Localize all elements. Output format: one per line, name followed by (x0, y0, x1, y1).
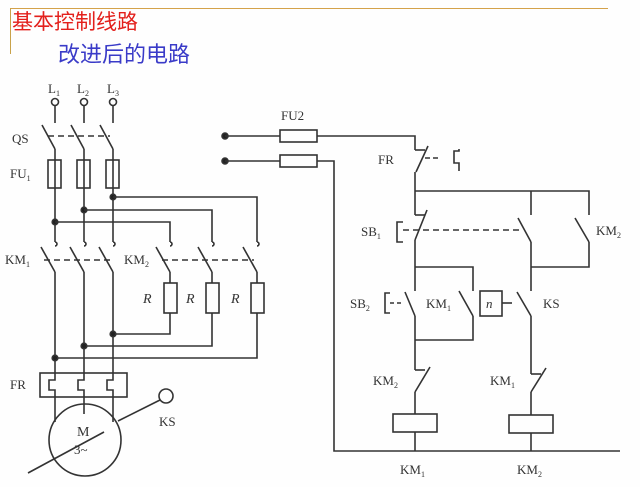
junction (109, 330, 117, 338)
phase-label-l2: L2 (77, 81, 89, 98)
motor-phase-label: 3~ (74, 442, 88, 457)
motor-label: M (77, 425, 90, 440)
coil-km1-label: KM1 (400, 462, 425, 479)
sb1-label: SB1 (361, 224, 381, 241)
sb2-label: SB2 (350, 296, 370, 313)
km2-coil (508, 414, 554, 434)
fu1-fuses (47, 159, 120, 189)
phase-label-l1: L1 (48, 81, 60, 98)
slide-title: 基本控制线路 (12, 10, 138, 34)
motor (27, 403, 122, 477)
km1-main-contacts (40, 241, 116, 273)
resistor-label: R (142, 292, 152, 307)
speed-relay-label: n (486, 296, 493, 311)
power-circuit: L1 L2 L3 QS FU1 (5, 81, 265, 477)
junction (51, 354, 59, 362)
km2-main-label: KM2 (124, 252, 149, 269)
ks-contact (516, 291, 532, 374)
fr-power-label: FR (10, 377, 26, 392)
control-circuit: FU2 FR (221, 108, 621, 479)
km2-interlock-contact (414, 366, 431, 414)
ks-power-label: KS (159, 414, 176, 429)
km1-interlock-contact (530, 367, 547, 415)
km1-main-label: KM1 (5, 252, 30, 269)
interlock-right-label: KM1 (490, 373, 515, 390)
km1-aux-contact (415, 290, 474, 341)
km1-coil (392, 413, 438, 433)
fu2-label: FU2 (281, 108, 304, 123)
sb2-button (384, 291, 416, 340)
fu2-fuse (279, 154, 318, 168)
interlock-left-label: KM2 (373, 373, 398, 390)
header-rule-left (10, 8, 11, 54)
slide-subtitle: 改进后的电路 (58, 43, 191, 68)
phase-label-l3: L3 (107, 81, 119, 98)
speed-relay-ks (117, 388, 174, 422)
terminal-l3 (108, 97, 118, 107)
km2-hold-label: KM2 (596, 223, 621, 240)
qs-label: QS (12, 131, 29, 146)
header-rule (10, 8, 608, 9)
resistor-label: R (230, 292, 240, 307)
terminal-l1 (50, 97, 60, 107)
braking-resistors (163, 282, 265, 314)
km1-contact-label: KM1 (426, 296, 451, 313)
qs-switch (41, 124, 114, 150)
terminal-l2 (79, 97, 89, 107)
km2-main-contacts (155, 241, 260, 273)
km2-holding-contact (531, 217, 590, 268)
coil-km2-label: KM2 (517, 462, 542, 479)
sb1-button (396, 209, 532, 267)
fu2-fuse (279, 129, 318, 143)
fu1-label: FU1 (10, 166, 31, 183)
fr-contact-label: FR (378, 152, 394, 167)
fr-thermal-overload (39, 372, 128, 398)
fr-nc-contact (414, 145, 460, 191)
resistor-label: R (185, 292, 195, 307)
ks-contact-label: KS (543, 296, 560, 311)
junction (80, 342, 88, 350)
